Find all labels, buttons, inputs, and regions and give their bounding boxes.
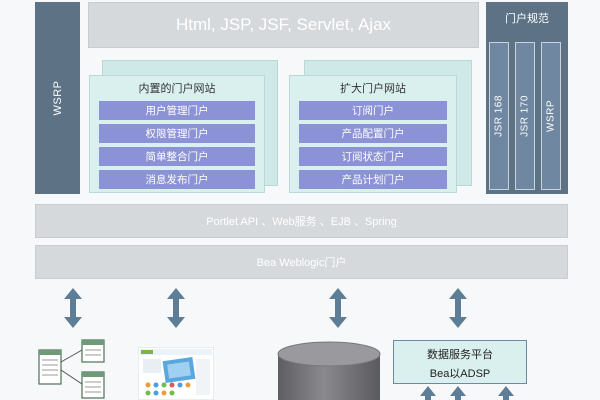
double-arrow-icon <box>64 288 82 328</box>
up-arrow-icon <box>450 386 466 400</box>
extended-item-product-config: 产品配置门户 <box>299 124 447 143</box>
double-arrow-icon <box>449 288 467 328</box>
extended-portal-panel: 扩大门户网站 订阅门户 产品配置门户 订阅状态门户 产品计划门户 <box>289 75 457 193</box>
presentation-tech-bar: Html, JSP, JSF, Servlet, Ajax <box>88 2 479 48</box>
spec-column-jsr170: JSR 170 <box>515 42 535 190</box>
builtin-item-simple-integration: 简单整合门户 <box>99 147 255 166</box>
spec-column-wsrp: WSRP <box>541 42 561 190</box>
extended-portal-title: 扩大门户网站 <box>340 83 406 95</box>
api-bar-label: Portlet API 、Web服务 、EJB 、Spring <box>206 216 397 228</box>
wsrp-left-column: WSRP <box>35 2 80 194</box>
double-arrow-icon <box>329 288 347 328</box>
portal-spec-panel: 门户规范 JSR 168 JSR 170 WSRP <box>486 2 568 194</box>
builtin-item-message-publish: 消息发布门户 <box>99 170 255 189</box>
data-service-title: 数据服务平台 <box>427 349 493 361</box>
weblogic-bar: Bea Weblogic门户 <box>35 245 568 279</box>
data-service-box: 数据服务平台 Bea以ADSP <box>393 340 527 384</box>
builtin-portal-title: 内置的门户网站 <box>138 83 216 95</box>
up-arrow-icon <box>498 386 514 400</box>
builtin-portal-panel: 内置的门户网站 用户管理门户 权限管理门户 简单整合门户 消息发布门户 <box>89 75 265 193</box>
portal-spec-title: 门户规范 <box>505 13 549 25</box>
builtin-item-permission-mgmt: 权限管理门户 <box>99 124 255 143</box>
up-arrow-icon <box>420 386 436 400</box>
extended-item-subscribe: 订阅门户 <box>299 101 447 120</box>
presentation-tech-label: Html, JSP, JSF, Servlet, Ajax <box>175 15 392 34</box>
extended-item-product-plan: 产品计划门户 <box>299 170 447 189</box>
org-chart-icon <box>38 339 105 399</box>
weblogic-bar-label: Bea Weblogic门户 <box>256 257 347 269</box>
data-service-subtitle: Bea以ADSP <box>429 368 491 380</box>
database-cylinder-icon <box>277 341 381 400</box>
builtin-item-user-mgmt: 用户管理门户 <box>99 101 255 120</box>
api-bar: Portlet API 、Web服务 、EJB 、Spring <box>35 204 568 238</box>
double-arrow-icon <box>167 288 185 328</box>
spec-column-jsr168: JSR 168 <box>489 42 509 190</box>
dashboard-screenshot-icon <box>138 347 214 400</box>
extended-item-subscribe-status: 订阅状态门户 <box>299 147 447 166</box>
